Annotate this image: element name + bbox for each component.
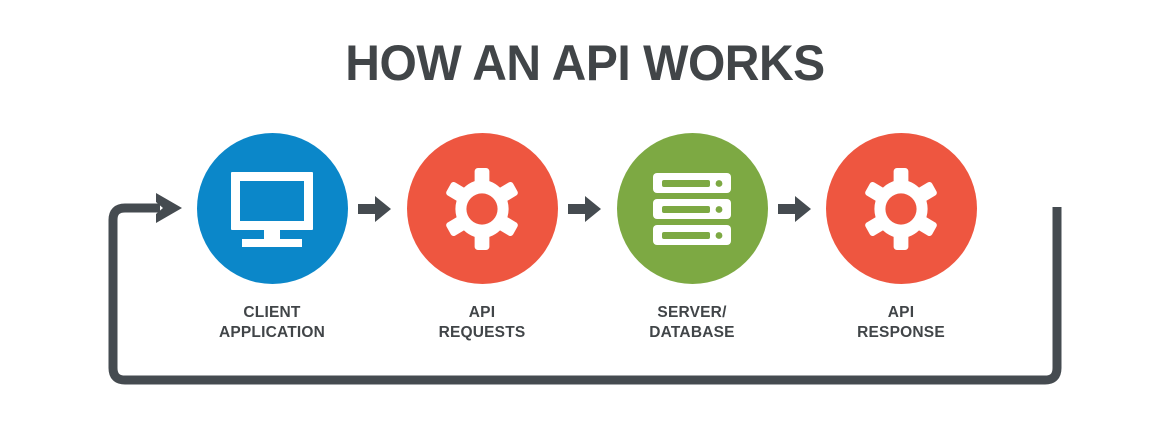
step-label-api-requests-line1: API: [468, 304, 496, 321]
monitor-icon: [197, 133, 348, 284]
step-label-api-response: API RESPONSE: [825, 303, 977, 343]
step-label-client-line1: CLIENT: [243, 304, 301, 321]
arrow-client-to-api-requests: [358, 194, 392, 224]
step-label-server-line1: SERVER/: [657, 304, 727, 321]
gear-icon: [407, 133, 558, 284]
step-circle-api-response: [825, 133, 977, 284]
step-api-requests[interactable]: API REQUESTS: [406, 133, 558, 343]
step-label-client-line2: APPLICATION: [218, 324, 326, 341]
page-title: HOW AN API WORKS: [345, 35, 825, 91]
step-label-api-response-line2: RESPONSE: [857, 324, 945, 341]
server-rack-icon: [617, 133, 768, 284]
arrow-server-to-api-response: [778, 194, 812, 224]
step-label-api-response-line1: API: [887, 304, 915, 321]
step-label-server: SERVER/ DATABASE: [616, 303, 768, 343]
step-label-api-requests-line2: REQUESTS: [438, 324, 526, 341]
step-circle-client: [196, 133, 348, 284]
step-label-server-line2: DATABASE: [649, 324, 735, 341]
step-client-application[interactable]: CLIENT APPLICATION: [196, 133, 348, 343]
step-circle-server: [616, 133, 768, 284]
arrow-api-requests-to-server: [568, 194, 602, 224]
step-api-response[interactable]: API RESPONSE: [825, 133, 977, 343]
step-label-client: CLIENT APPLICATION: [196, 303, 348, 343]
step-label-api-requests: API REQUESTS: [406, 303, 558, 343]
step-circle-api-requests: [406, 133, 558, 284]
gear-icon: [826, 133, 977, 284]
step-server-database[interactable]: SERVER/ DATABASE: [616, 133, 768, 343]
